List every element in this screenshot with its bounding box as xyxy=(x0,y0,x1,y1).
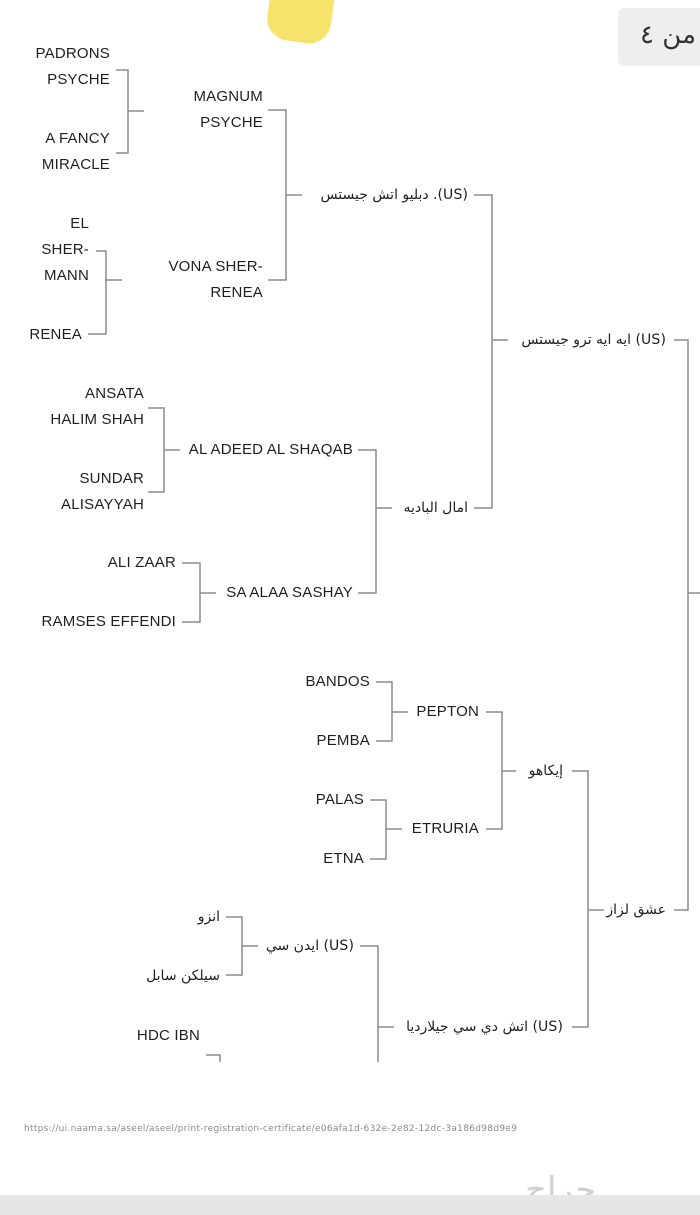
g3-etruria: ETRURIA xyxy=(411,820,479,837)
connector xyxy=(572,770,604,1028)
g4-palas: PALAS xyxy=(315,791,364,808)
g3-pepton: PEPTON xyxy=(416,703,479,720)
g3-vona-sher-renea: VONA SHER-RENEA xyxy=(168,258,263,301)
connector xyxy=(148,407,180,493)
connector xyxy=(474,194,508,509)
connector xyxy=(182,562,216,623)
bottom-band xyxy=(0,1195,700,1215)
g2-ikaho: إيكاهو xyxy=(528,763,563,779)
connector xyxy=(376,681,408,742)
g2-w-h-jestes: دبليو اتش جيستس .(US) xyxy=(320,187,468,203)
g4-silken-sable: سيلكن سابل xyxy=(146,968,220,984)
page-indicator: من ٤ xyxy=(618,8,700,66)
certificate-url: https://ui.naama.sa/aseel/aseel/print-re… xyxy=(24,1124,518,1134)
connector xyxy=(674,339,700,911)
connector xyxy=(206,1054,221,1062)
g4-ali-zaar: ALI ZAAR xyxy=(107,554,176,571)
g3-eden-c: ايدن سي (US) xyxy=(265,938,354,954)
g4-etna: ETNA xyxy=(323,850,364,867)
connector xyxy=(358,449,392,594)
connector xyxy=(486,711,516,830)
g4-renea: RENEA xyxy=(29,326,82,343)
g4-ramses-effendi: RAMSES EFFENDI xyxy=(41,613,176,630)
connector xyxy=(226,916,258,976)
connector xyxy=(116,69,144,154)
page-indicator-label: من ٤ xyxy=(640,20,696,50)
g1-dam: عشق لزاز xyxy=(606,902,666,918)
g4-pemba: PEMBA xyxy=(316,732,370,749)
g4-bandos: BANDOS xyxy=(305,673,370,690)
g3-sa-alaa-sashay: SA ALAA SASHAY xyxy=(226,584,353,601)
connector xyxy=(268,109,302,281)
g4-hdc-ibn: HDC IBN xyxy=(136,1027,200,1044)
g2-hdc-gillardia: اتش دي سي جيلارديا (US) xyxy=(406,1019,563,1035)
connector xyxy=(360,945,394,1062)
g2-amal-albadiah: امال الباديه xyxy=(403,500,468,516)
connector xyxy=(88,250,122,335)
g3-al-adeed-al-shaqab: AL ADEED AL SHAQAB xyxy=(188,441,353,458)
g1-sire: ايه ايه ترو جيستس (US) xyxy=(521,332,666,348)
connector xyxy=(370,799,402,860)
g4-enzo: انزو xyxy=(197,909,220,925)
